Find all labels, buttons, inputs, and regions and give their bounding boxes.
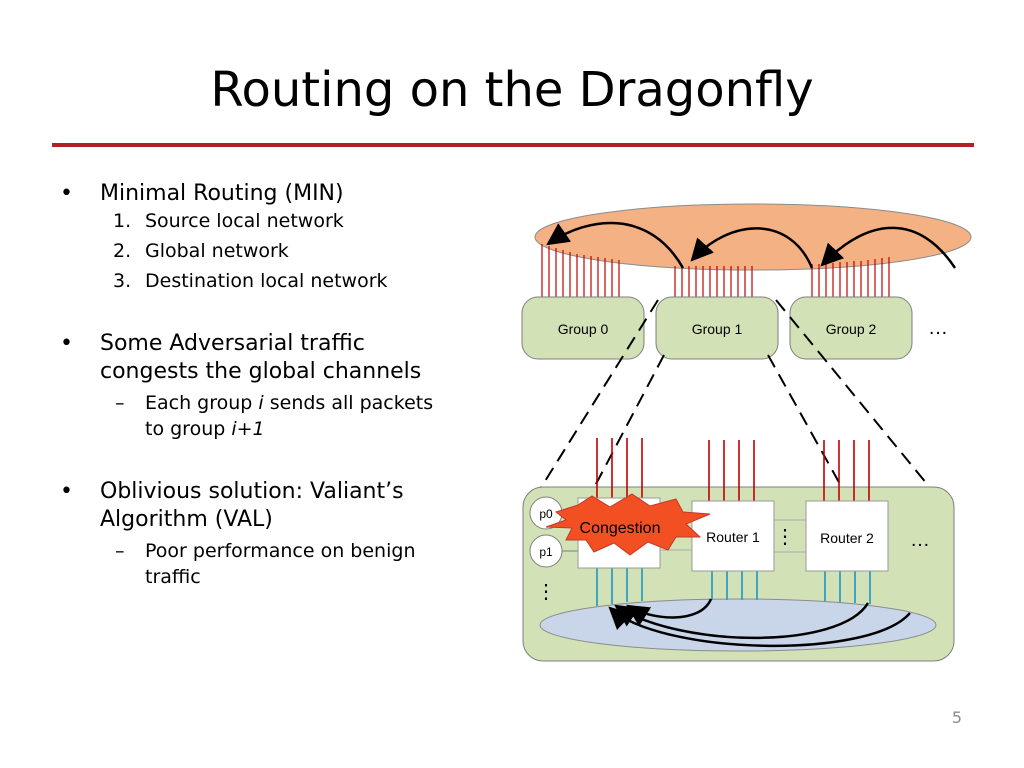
local-arrow-far: [608, 606, 911, 648]
group-label-0: Group 0: [558, 321, 609, 337]
slide-title: Routing on the Dragonfly: [210, 62, 814, 118]
router-box-1: [691, 500, 775, 572]
group-box-0: [521, 296, 645, 360]
bullet-text-line1: Some Adversarial traffic: [100, 331, 365, 356]
bullet-text-line2: congests the global channels: [100, 359, 422, 384]
global-network: [534, 203, 972, 271]
bullet-dot: •: [60, 479, 73, 504]
router-label-1: Router 1: [706, 529, 760, 545]
sub-bullet-number: 3.: [113, 270, 132, 292]
sub-bullet-text-line1: Poor performance on benign: [145, 540, 416, 562]
bullet-dot: •: [60, 181, 73, 206]
local-network: [539, 598, 937, 652]
sub-bullet-text-line2: traffic: [145, 566, 201, 588]
title-divider: [52, 143, 974, 147]
global-arrow-2-to-1: [690, 227, 814, 269]
router-vertical-ellipsis: ⋮: [775, 526, 795, 548]
group-box-2: [789, 296, 913, 360]
global-links-group-0: [541, 244, 620, 298]
sub-bullet-number: 1.: [113, 210, 132, 232]
sub-bullet-number: 2.: [113, 240, 132, 262]
congestion-label: Congestion: [580, 520, 661, 537]
global-arrow-1-to-0: [546, 221, 685, 269]
sub-bullet-text: to group: [145, 418, 232, 440]
sub-bullet-dash: –: [115, 540, 125, 562]
bullet-list: • Minimal Routing (MIN) 1. Source local …: [55, 180, 505, 590]
page-number: 5: [951, 708, 962, 727]
sub-bullet-italic: i+1: [231, 418, 265, 440]
sub-bullet-item: 1. Source local network: [55, 208, 505, 234]
sub-bullet-item: – Poor performance on benign traffic: [55, 538, 505, 590]
sub-bullet-text: Each group: [145, 392, 259, 414]
bullet-dot: •: [60, 331, 73, 356]
bullet-item: • Oblivious solution: Valiant’s Algorith…: [55, 478, 505, 534]
port-label-p1: p1: [539, 545, 553, 559]
port-label-p0: p0: [539, 507, 553, 521]
bullet-text-line2: Algorithm (VAL): [100, 507, 273, 532]
sub-bullet-text: Source local network: [145, 210, 344, 232]
group-box-1: [655, 296, 779, 360]
global-arrow-out-to-2: [820, 226, 957, 269]
sub-bullet-italic: i: [258, 392, 264, 414]
sub-bullet-item: 2. Global network: [55, 238, 505, 264]
sub-bullet-text: Destination local network: [145, 270, 388, 292]
router-label-2: Router 2: [820, 530, 874, 546]
bullet-text-line1: Oblivious solution: Valiant’s: [100, 479, 404, 504]
bullet-text: Minimal Routing (MIN): [100, 181, 344, 206]
global-links-group-1: [674, 266, 753, 298]
sub-bullet-item: – Each group i sends all packets to grou…: [55, 390, 505, 442]
sub-bullet-item: 3. Destination local network: [55, 268, 505, 294]
router-box-2: [805, 500, 889, 572]
sub-bullet-text: sends all packets: [263, 392, 434, 414]
bullet-item: • Minimal Routing (MIN): [55, 180, 505, 208]
router-ellipsis: …: [910, 529, 930, 551]
sub-bullet-text: Global network: [145, 240, 289, 262]
group-label-2: Group 2: [826, 321, 877, 337]
local-arrow-r2: [614, 602, 870, 640]
congestion-burst: [545, 493, 711, 556]
bullet-item: • Some Adversarial traffic congests the …: [55, 330, 505, 386]
port-vertical-ellipsis: ⋮: [536, 581, 556, 603]
router-local-links: [596, 568, 871, 606]
group-ellipsis: …: [928, 317, 948, 339]
group-label-1: Group 1: [692, 321, 743, 337]
global-links-group-2: [811, 257, 890, 298]
router-global-links: [596, 438, 870, 502]
sub-bullet-dash: –: [115, 392, 125, 414]
